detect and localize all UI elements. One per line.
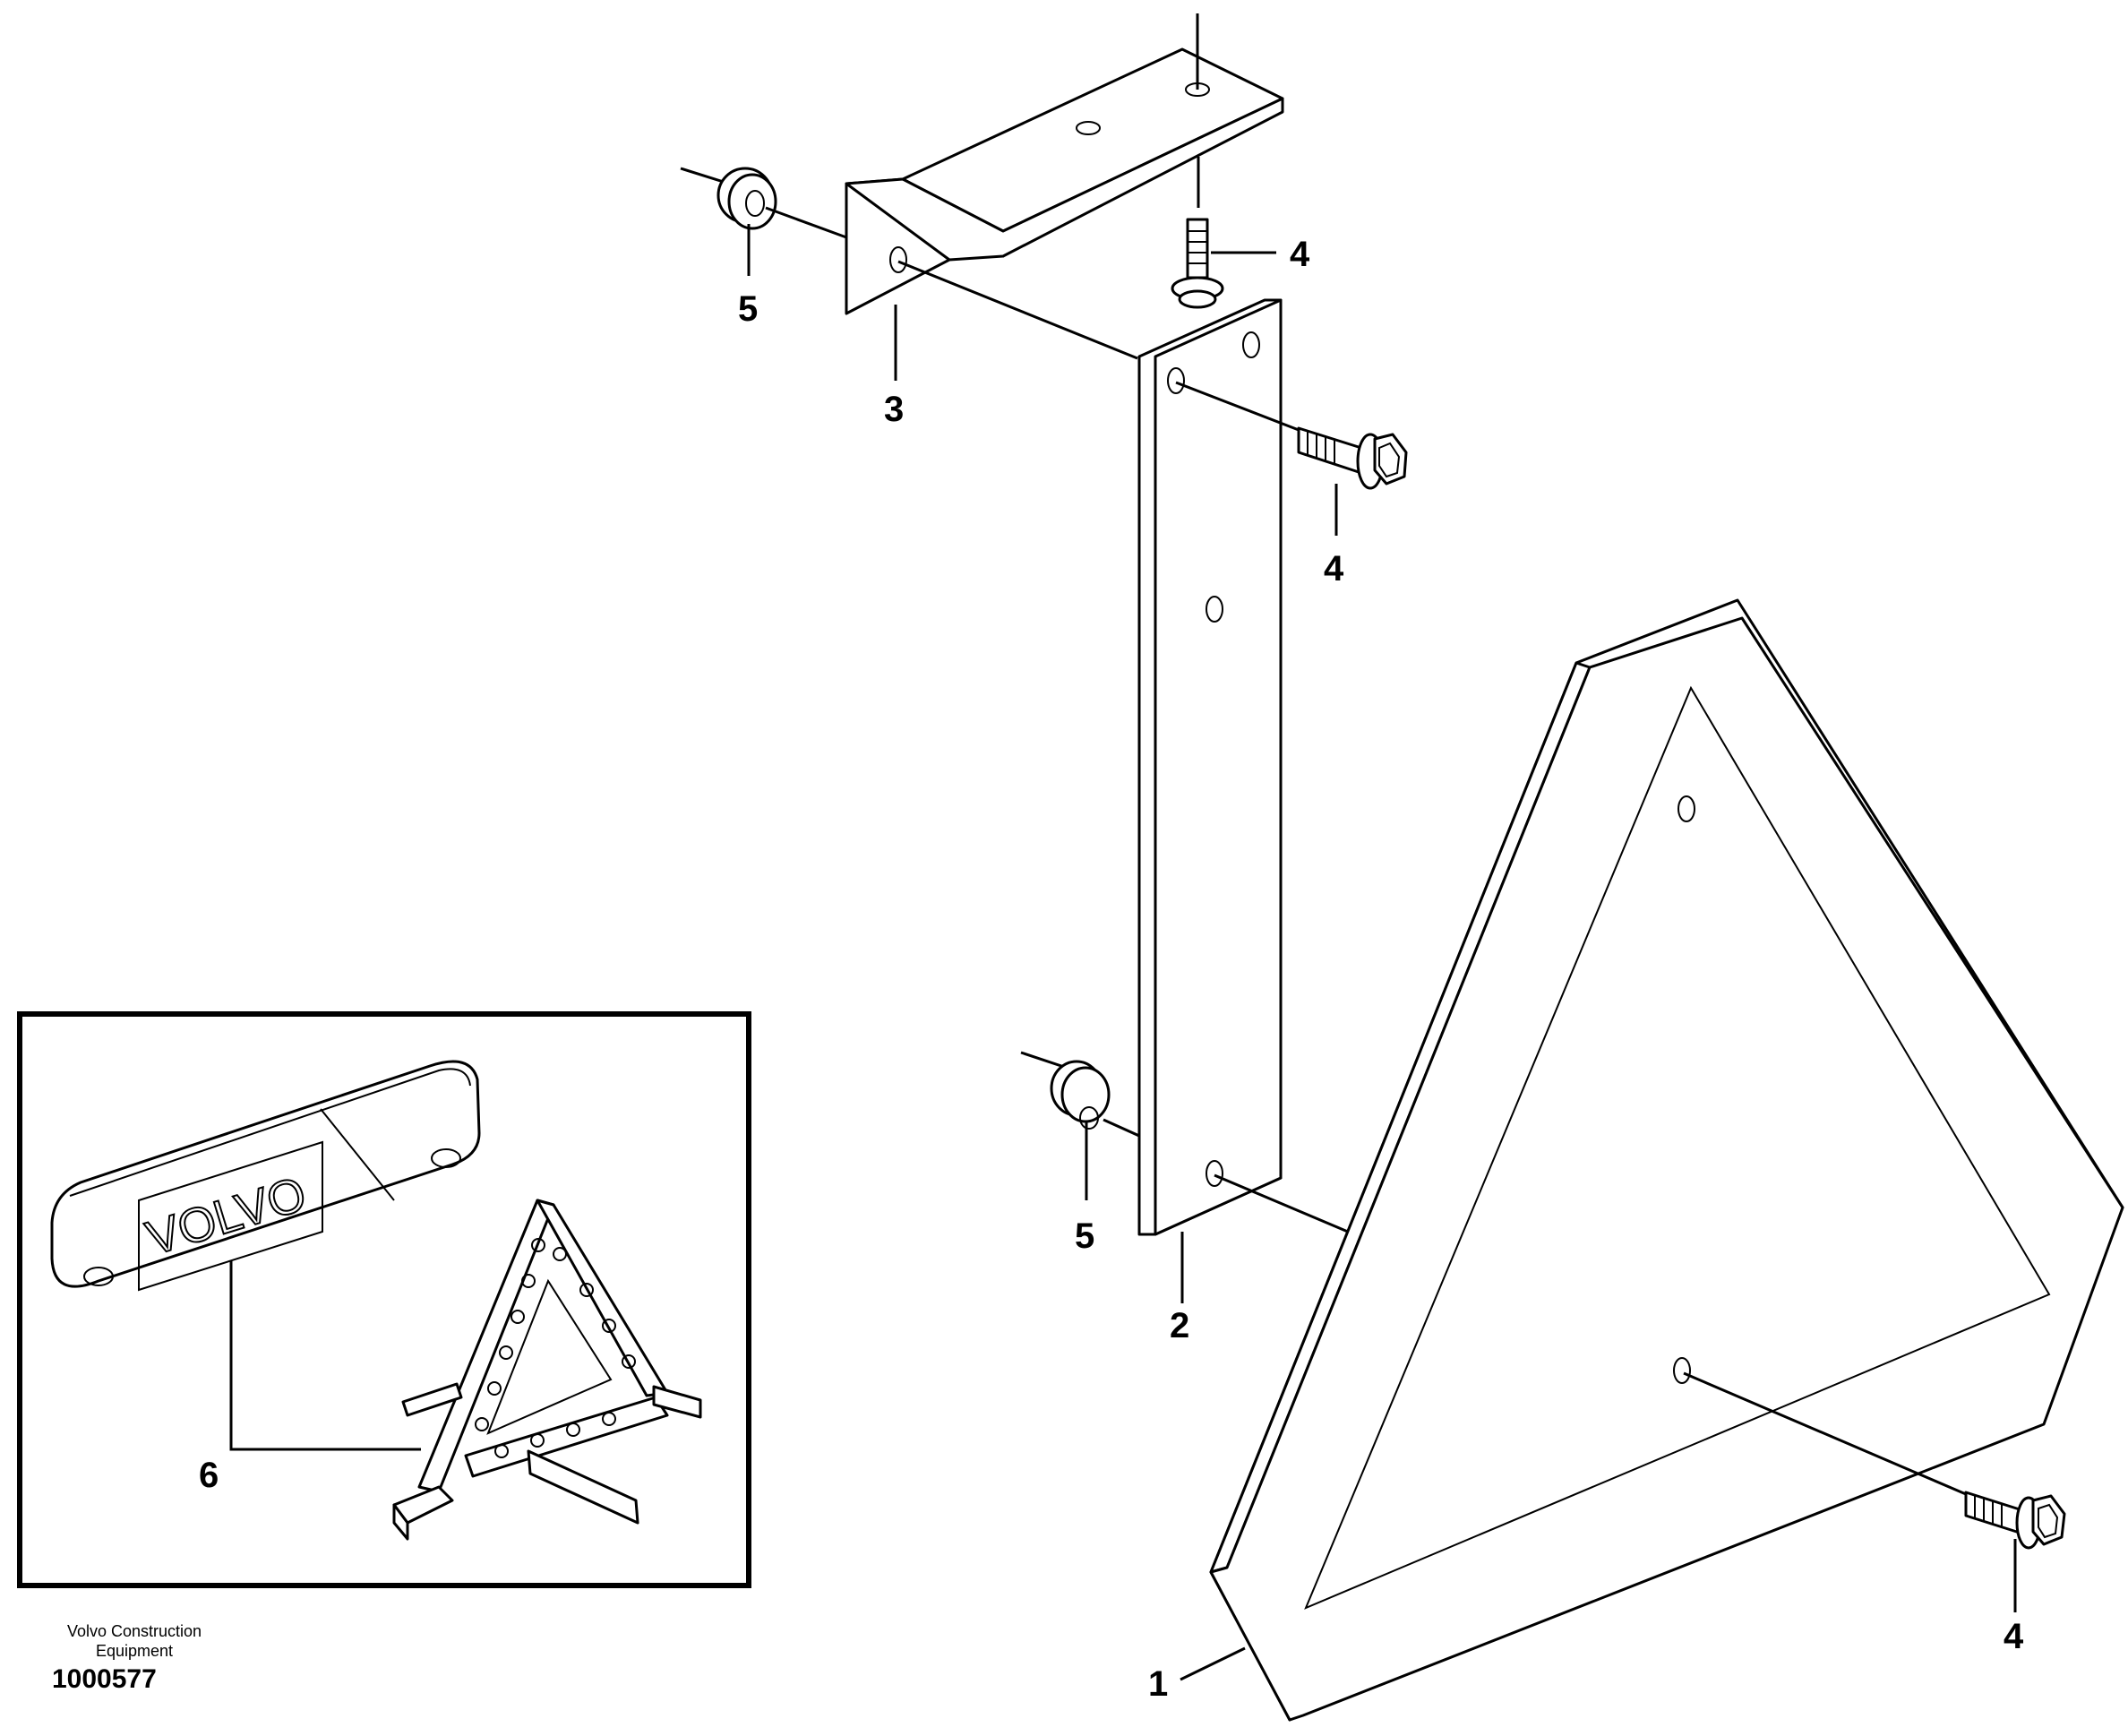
flange-nut-bottom — [1020, 1051, 1140, 1138]
callout-part-3: 3 — [884, 390, 904, 429]
volvo-emblem: VOLVO — [50, 1060, 481, 1292]
callout-part-4-bottom: 4 — [2004, 1617, 2024, 1656]
publisher-credit: Volvo Construction Equipment — [36, 1621, 233, 1661]
emblem-label-frame — [138, 1140, 323, 1292]
mounting-plate — [1137, 298, 1283, 1236]
callout-part-4-middle: 4 — [1324, 549, 1344, 589]
inset-detail-box: VOLVO — [17, 1011, 751, 1588]
angle-bracket — [845, 47, 1284, 315]
callout-part-4-top: 4 — [1290, 235, 1310, 274]
folding-warning-triangle — [392, 1199, 702, 1541]
callout-part-5-bottom: 5 — [1075, 1216, 1094, 1256]
document-number: 1000577 — [52, 1664, 157, 1694]
credit-line-1: Volvo Construction — [66, 1622, 202, 1640]
bolt-top — [1171, 218, 1224, 309]
warning-triangle-sign — [1209, 598, 2124, 1722]
callout-part-6: 6 — [199, 1456, 219, 1495]
callout-part-5-top: 5 — [738, 289, 758, 329]
credit-line-2: Equipment — [95, 1642, 174, 1660]
bolt-middle — [1297, 426, 1408, 490]
callout-part-2: 2 — [1170, 1306, 1189, 1345]
bolt-bottom — [1964, 1491, 2066, 1550]
flange-nut-top — [680, 167, 847, 239]
callout-part-1: 1 — [1148, 1664, 1168, 1704]
